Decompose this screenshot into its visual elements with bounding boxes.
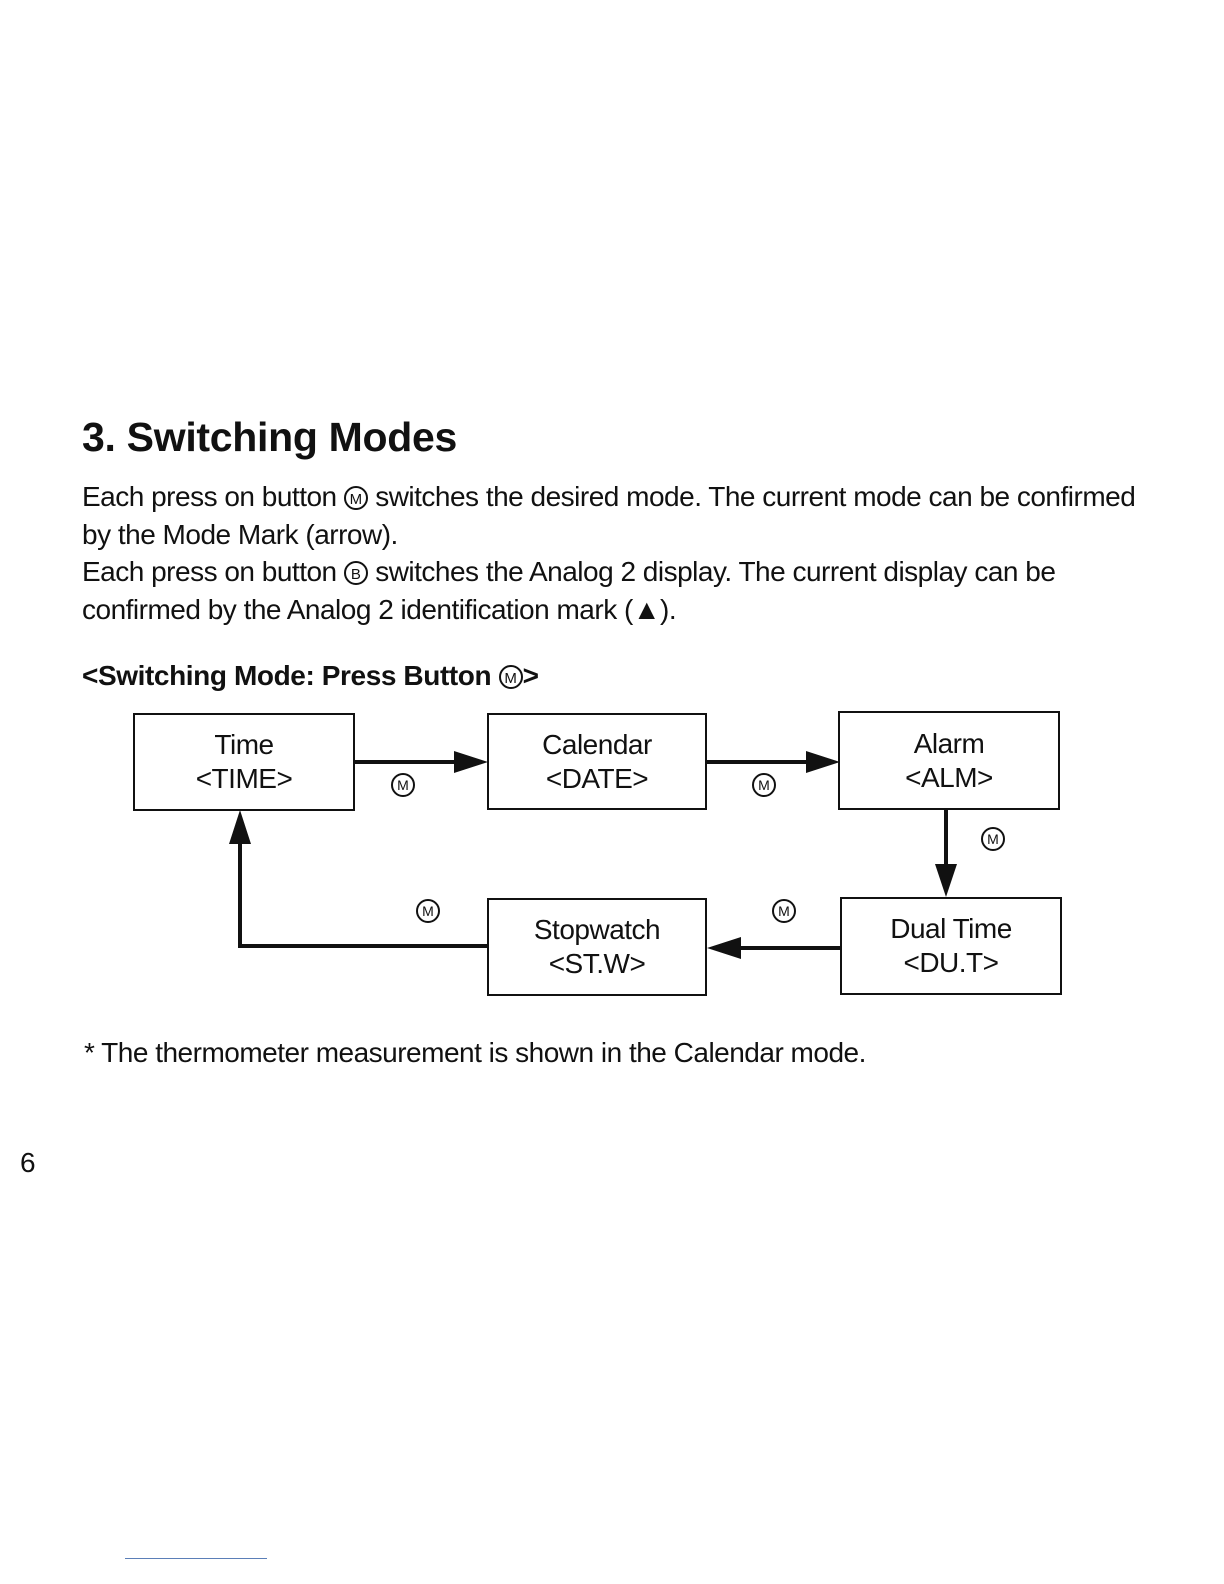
diagram-subheading: <Switching Mode: Press Button M> <box>82 660 539 692</box>
bottom-divider <box>125 1558 267 1559</box>
mode-button-icon: M <box>343 486 368 510</box>
mode-box-dual-time: Dual Time <DU.T> <box>840 897 1062 995</box>
m-label-time-to-calendar: M <box>391 773 415 797</box>
subheading-close: > <box>522 660 539 691</box>
intro-paragraph: Each press on button M switches the desi… <box>82 478 1162 628</box>
mode-code: <ST.W> <box>548 948 646 979</box>
mode-name: Alarm <box>913 727 985 759</box>
page-number: 6 <box>20 1147 36 1178</box>
mode-sentence-start: Each press on button <box>82 481 337 512</box>
mode-name: Stopwatch <box>533 914 661 945</box>
m-label-calendar-to-alarm: M <box>752 773 776 797</box>
b-sentence-end: switches the Analog 2 display. The curre… <box>82 556 1056 625</box>
arrowhead-stopwatch <box>707 937 741 959</box>
mode-box-alarm: Alarm <ALM> <box>838 711 1060 810</box>
arrow-stopwatch-to-time <box>238 840 487 948</box>
m-label-dualtime-to-stopwatch: M <box>772 899 796 923</box>
m-label-stopwatch-to-time: M <box>416 899 440 923</box>
section-heading: 3. Switching Modes <box>82 414 458 460</box>
b-button-sentence: Each press on button B switches the Anal… <box>82 553 1162 628</box>
mode-name: Time <box>214 729 274 760</box>
m-label-alarm-to-dualtime: M <box>981 827 1005 851</box>
mode-name: Dual Time <box>890 913 1012 944</box>
mode-box-calendar: Calendar <DATE> <box>487 713 707 810</box>
arrowhead-time <box>229 810 251 844</box>
mode-code: <ALM> <box>905 761 993 793</box>
mode-code: <DATE> <box>545 762 649 794</box>
b-sentence-start: Each press on button <box>82 556 337 587</box>
mode-box-stopwatch: Stopwatch <ST.W> <box>487 898 707 996</box>
arrowhead-dualtime <box>935 864 957 897</box>
mode-code: <TIME> <box>195 763 293 794</box>
arrowhead-calendar <box>454 751 488 773</box>
b-button-icon: B <box>343 561 368 585</box>
triangle-mark-icon: ▲ <box>632 593 661 625</box>
mode-box-time: Time <TIME> <box>133 713 355 811</box>
mode-sentence-end: switches the desired mode. The current m… <box>82 481 1136 550</box>
b-sentence-close: ). <box>660 593 677 625</box>
mode-code: <DU.T> <box>903 947 999 978</box>
mode-name: Calendar <box>542 728 652 760</box>
mode-button-icon: M <box>498 665 523 689</box>
mode-button-sentence: Each press on button M switches the desi… <box>82 478 1162 553</box>
footnote: * The thermometer measurement is shown i… <box>84 1037 866 1068</box>
arrowhead-alarm <box>806 751 840 773</box>
subheading-text: <Switching Mode: Press Button <box>82 660 492 691</box>
